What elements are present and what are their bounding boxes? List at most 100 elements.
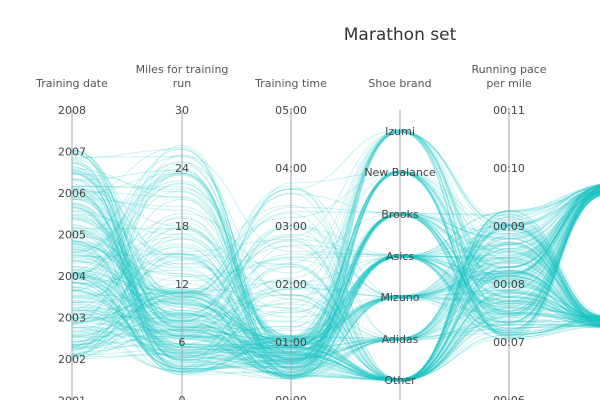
tick-label: 03:00 bbox=[275, 220, 307, 233]
data-line bbox=[71, 172, 600, 380]
data-line bbox=[71, 187, 600, 356]
data-line bbox=[71, 130, 600, 329]
data-line bbox=[71, 184, 600, 372]
data-line bbox=[71, 183, 600, 381]
data-line bbox=[71, 149, 600, 381]
data-line bbox=[71, 158, 600, 332]
data-line bbox=[71, 183, 600, 381]
data-line bbox=[71, 216, 600, 381]
data-line bbox=[71, 191, 600, 362]
data-line bbox=[71, 254, 600, 340]
data-line bbox=[71, 255, 600, 345]
data-line bbox=[71, 184, 600, 362]
tick-label: 04:00 bbox=[275, 162, 307, 175]
data-line bbox=[71, 202, 600, 324]
data-line bbox=[71, 185, 600, 353]
data-line bbox=[71, 188, 600, 339]
data-line bbox=[71, 224, 600, 341]
data-line bbox=[71, 243, 600, 361]
data-line bbox=[71, 185, 600, 381]
data-line bbox=[71, 236, 600, 371]
tick-label: 00:11 bbox=[493, 104, 525, 117]
data-line bbox=[71, 172, 600, 361]
tick-label: 12 bbox=[175, 278, 189, 291]
data-line bbox=[71, 170, 600, 361]
data-line bbox=[71, 180, 600, 365]
data-line bbox=[71, 212, 600, 344]
data-line bbox=[71, 190, 600, 381]
data-line bbox=[71, 178, 600, 382]
data-line bbox=[71, 217, 600, 337]
data-line bbox=[71, 238, 600, 358]
category-label: New Balance bbox=[364, 166, 436, 179]
category-label: Asics bbox=[386, 250, 414, 263]
category-label: Other bbox=[384, 374, 416, 387]
data-line bbox=[71, 218, 600, 380]
tick-label: 0 bbox=[179, 394, 186, 400]
data-line bbox=[71, 191, 600, 325]
data-line bbox=[71, 188, 600, 370]
axis-title-training-date: Training date bbox=[35, 77, 108, 90]
data-line bbox=[71, 187, 600, 360]
tick-label: 00:06 bbox=[493, 394, 525, 400]
tick-label: 2003 bbox=[58, 312, 86, 325]
data-line bbox=[71, 178, 600, 332]
data-line bbox=[71, 150, 600, 349]
data-line bbox=[71, 190, 600, 382]
data-line bbox=[71, 210, 600, 381]
data-line bbox=[71, 129, 600, 361]
data-line bbox=[71, 190, 600, 368]
tick-label: 02:00 bbox=[275, 278, 307, 291]
data-line bbox=[71, 171, 600, 350]
data-line bbox=[71, 186, 600, 365]
data-line bbox=[71, 172, 600, 354]
data-line bbox=[71, 234, 600, 380]
data-line bbox=[71, 193, 600, 366]
data-line bbox=[71, 163, 600, 352]
data-line bbox=[71, 195, 600, 380]
data-line bbox=[71, 192, 600, 349]
data-line bbox=[71, 129, 600, 353]
data-line bbox=[71, 188, 600, 352]
data-line bbox=[71, 192, 600, 382]
data-line bbox=[71, 275, 600, 341]
data-line bbox=[71, 198, 600, 342]
data-line bbox=[71, 171, 600, 332]
data-line bbox=[71, 183, 600, 341]
data-line bbox=[71, 183, 600, 376]
data-line bbox=[71, 226, 600, 356]
tick-label: 00:10 bbox=[493, 162, 525, 175]
data-line bbox=[71, 193, 600, 382]
data-line bbox=[71, 131, 600, 339]
data-line bbox=[71, 165, 600, 368]
axes: Training date200820072006200520042003200… bbox=[35, 63, 547, 400]
category-label: Mizuno bbox=[381, 291, 420, 304]
data-line bbox=[71, 187, 600, 361]
data-line bbox=[71, 260, 600, 380]
data-line bbox=[71, 191, 600, 367]
data-line bbox=[71, 129, 600, 347]
data-line bbox=[71, 187, 600, 382]
data-line bbox=[71, 252, 600, 325]
data-line bbox=[71, 129, 600, 364]
data-line bbox=[71, 191, 600, 380]
data-line bbox=[71, 187, 600, 380]
data-line bbox=[71, 186, 600, 355]
category-label: Adidas bbox=[382, 333, 419, 346]
data-line bbox=[71, 190, 600, 381]
data-line bbox=[71, 185, 600, 367]
data-line bbox=[71, 152, 600, 370]
data-line bbox=[71, 198, 600, 328]
data-line bbox=[71, 186, 600, 348]
data-line bbox=[71, 172, 600, 352]
data-line bbox=[71, 131, 600, 353]
data-line bbox=[71, 255, 600, 355]
data-line bbox=[71, 170, 600, 284]
tick-label: 2007 bbox=[58, 146, 86, 159]
tick-label: 24 bbox=[175, 162, 189, 175]
data-line bbox=[71, 185, 600, 314]
data-line bbox=[71, 154, 600, 348]
data-line bbox=[71, 193, 600, 373]
